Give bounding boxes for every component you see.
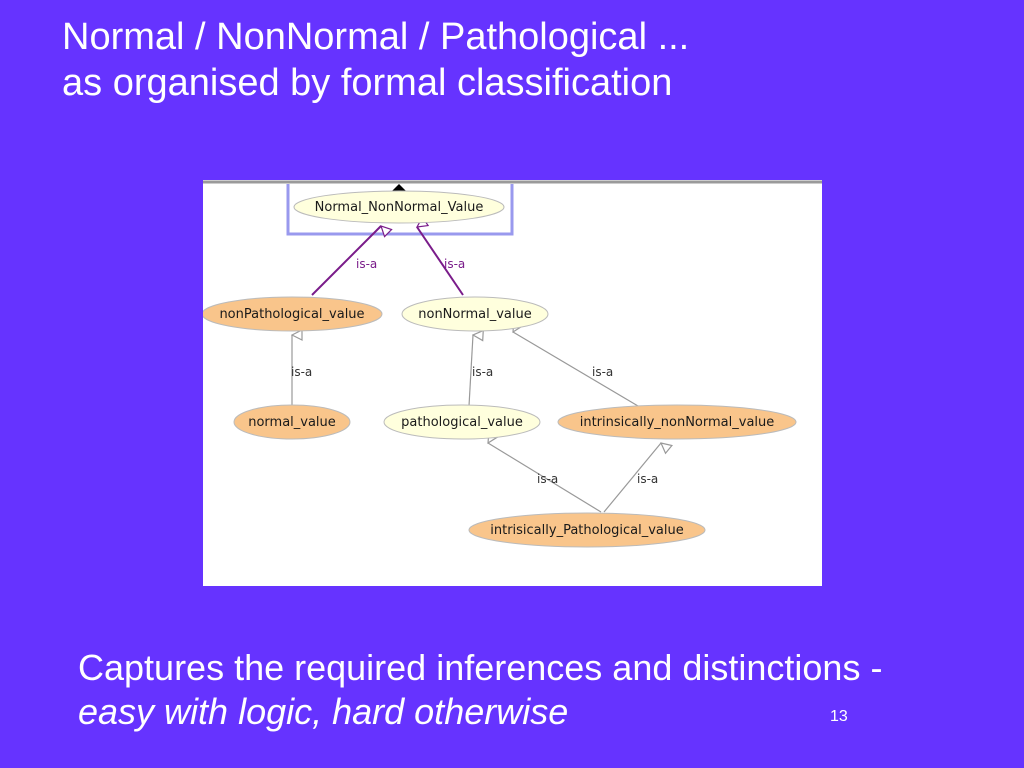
edge-intrinsically-nonnormal-to-nonnormal [513, 332, 639, 407]
node-label: pathological_value [401, 415, 523, 430]
caption-line-1: Captures the required inferences and dis… [78, 647, 883, 688]
node-label: Normal_NonNormal_Value [315, 200, 484, 215]
slide-caption: Captures the required inferences and dis… [78, 646, 1024, 734]
edge-nonnormal-to-root [417, 227, 464, 296]
edge-label: is-a [291, 365, 312, 379]
selection-box [286, 184, 514, 236]
node-label: intrinsically_nonNormal_value [580, 415, 775, 430]
slide-title: Normal / NonNormal / Pathological ... as… [62, 14, 689, 106]
edge-intrisically-pathological-to-intrinsically-nonnormal [603, 443, 661, 513]
node-label: normal_value [248, 415, 336, 430]
node-label: intrisically_Pathological_value [490, 523, 684, 538]
node-pathological-value[interactable]: pathological_value [383, 404, 541, 440]
edge-label: is-a [537, 472, 558, 486]
edge-label: is-a [592, 365, 613, 379]
node-normal-value[interactable]: normal_value [233, 404, 351, 440]
edge-label: is-a [472, 365, 493, 379]
node-intrisically-pathological-value[interactable]: intrisically_Pathological_value [468, 512, 706, 548]
ontology-graph-panel: is-a is-a is-a is-a is-a is-a is-a Norma… [203, 180, 822, 586]
edge-nonpathological-to-root [311, 226, 381, 296]
ontology-graph: is-a is-a is-a is-a is-a is-a is-a Norma… [203, 180, 822, 548]
edge-label: is-a [444, 257, 465, 271]
caption-line-2: easy with logic, hard otherwise [78, 691, 569, 732]
title-line-1: Normal / NonNormal / Pathological ... [62, 16, 690, 58]
node-intrinsically-nonnormal-value[interactable]: intrinsically_nonNormal_value [557, 404, 797, 440]
edge-pathological-to-nonnormal [468, 335, 473, 407]
node-label: nonNormal_value [418, 307, 531, 322]
edge-label: is-a [356, 257, 377, 271]
edge-label: is-a [637, 472, 658, 486]
node-nonpathological-value[interactable]: nonPathological_value [203, 296, 383, 332]
node-label: nonPathological_value [219, 307, 364, 322]
title-line-2: as organised by formal classification [62, 62, 673, 104]
node-normal-nonnormal-value[interactable]: Normal_NonNormal_Value [293, 190, 505, 224]
expand-up-icon[interactable] [392, 184, 406, 191]
edge-intrisically-pathological-to-pathological [488, 443, 602, 513]
page-number: 13 [830, 708, 848, 725]
node-nonnormal-value[interactable]: nonNormal_value [401, 296, 549, 332]
